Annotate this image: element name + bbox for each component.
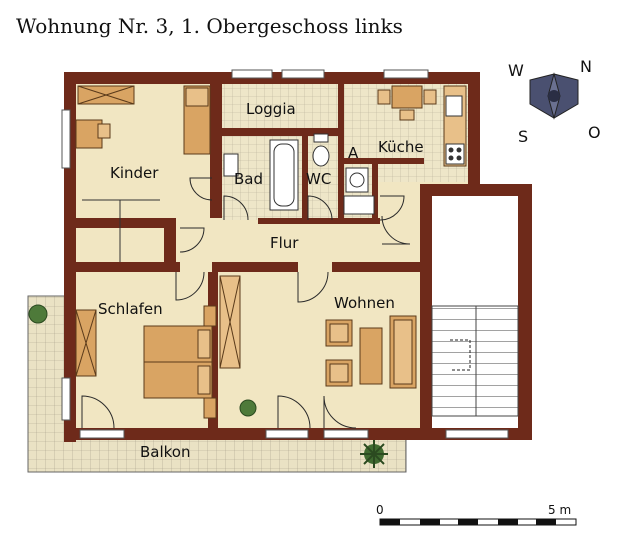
room-label-wohnen: Wohnen — [334, 294, 395, 312]
room-label-wc: WC — [306, 170, 331, 188]
plan-title: Wohnung Nr. 3, 1. Obergeschoss links — [16, 14, 403, 38]
compass-north: N — [580, 57, 592, 76]
palm-plant-icon — [360, 440, 388, 468]
kitchen-units — [377, 85, 467, 167]
compass-rose-icon — [529, 72, 579, 120]
doors — [81, 177, 411, 429]
scale-bar — [379, 518, 577, 526]
room-label-loggia: Loggia — [246, 100, 296, 118]
compass-east: O — [588, 123, 601, 142]
room-label-bad: Bad — [234, 170, 263, 188]
room-label-kueche: Küche — [378, 138, 424, 156]
room-label-kinder: Kinder — [110, 164, 159, 182]
plant-icon — [28, 304, 48, 324]
compass-west: W — [508, 61, 524, 80]
room-label-schlafen: Schlafen — [98, 300, 163, 318]
bathroom-fixtures — [223, 133, 375, 215]
bedroom-furniture — [75, 275, 241, 419]
children-furniture — [75, 85, 211, 262]
inner-walls — [76, 84, 424, 428]
room-label-balkon: Balkon — [140, 443, 191, 461]
compass-south: S — [518, 127, 528, 146]
scale-end: 5 m — [548, 503, 571, 517]
windows — [61, 69, 509, 439]
stair-arrow — [450, 339, 471, 371]
scale-start: 0 — [376, 503, 384, 517]
room-label-abstell: A — [348, 144, 359, 162]
plant-icon — [239, 399, 257, 417]
loggia-floor — [222, 82, 344, 130]
living-furniture — [325, 315, 417, 389]
room-label-flur: Flur — [270, 234, 299, 252]
staircase — [431, 305, 519, 417]
